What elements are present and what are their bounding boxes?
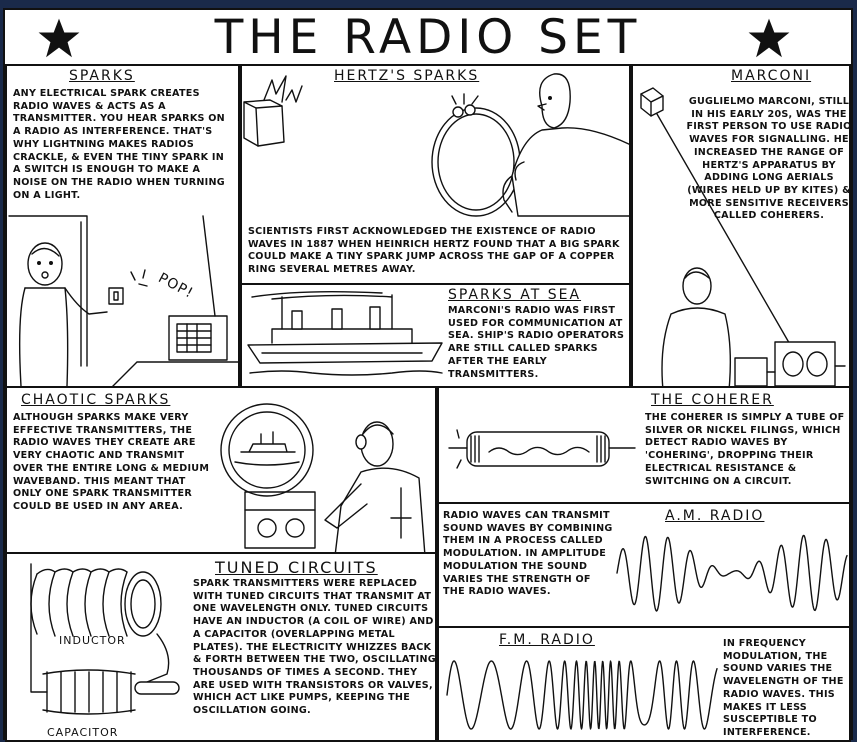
- panel-marconi: MARCONI Guglielmo Marconi, still in his …: [631, 64, 851, 388]
- panel-text: The coherer is simply a tube of silver o…: [645, 412, 845, 487]
- am-waveform: [616, 534, 848, 612]
- inductor-label: INDUCTOR: [59, 634, 126, 647]
- panel-text: In frequency modulation, the sound varie…: [723, 638, 844, 738]
- panel-text: Spark transmitters were replaced with tu…: [193, 578, 436, 717]
- panel-title: SPARKS: [69, 68, 135, 84]
- panel-title: MARCONI: [731, 68, 812, 84]
- inductor-capacitor-illustration: [30, 563, 180, 715]
- panel-tuned-circuits: TUNED CIRCUITS Spark transmitters were r…: [5, 552, 437, 742]
- panel-sparks: SPARKS Any electrical spark creates radi…: [5, 64, 240, 388]
- panel-title: TUNED CIRCUITS: [215, 558, 378, 577]
- panel-title: THE COHERER: [651, 392, 774, 408]
- panel-text: Marconi's radio was first used for commu…: [448, 305, 625, 380]
- panel-coherer: THE COHERER The coherer is simply a tube…: [437, 386, 851, 504]
- wave-line: [616, 534, 848, 612]
- panel-hertz: HERTZ'S SPARKS Scientists first acknowle…: [240, 64, 631, 285]
- page-title: THE RADIO SET: [214, 10, 642, 65]
- panel-chaotic-sparks: CHAOTIC SPARKS Although sparks make very…: [5, 386, 437, 554]
- comic-sheet: THE RADIO SET SPARKS Any electrical spar…: [3, 8, 853, 742]
- radio-operator-illustration: [220, 403, 426, 552]
- panel-text: Any electrical spark creates radio waves…: [13, 88, 225, 201]
- panel-text: Guglielmo Marconi, still in his early 20…: [686, 96, 851, 222]
- panel-title: HERTZ'S SPARKS: [334, 68, 480, 84]
- panel-am-radio: A.M. RADIO Radio waves can transmit soun…: [437, 502, 851, 628]
- capacitor-label: CAPACITOR: [47, 726, 119, 739]
- panel-title: SPARKS AT SEA: [448, 287, 582, 303]
- star-icon-left: [38, 18, 80, 58]
- star-icon-right: [748, 18, 790, 58]
- panel-title: A.M. RADIO: [665, 508, 765, 524]
- panel-title: CHAOTIC SPARKS: [21, 392, 171, 408]
- panel-text: Radio waves can transmit sound waves by …: [443, 510, 613, 598]
- header: THE RADIO SET: [5, 10, 851, 64]
- panel-sparks-at-sea: SPARKS AT SEA Marconi's radio was first …: [240, 283, 631, 388]
- light-switch-illustration: [8, 215, 238, 386]
- spark-ring-illustration: [243, 73, 629, 217]
- panel-text: Scientists first acknowledged the existe…: [248, 226, 620, 276]
- wave-line: [446, 660, 718, 730]
- ship-illustration: [247, 290, 443, 376]
- panel-fm-radio: F.M. RADIO In frequency modulation, the …: [437, 626, 851, 742]
- coherer-tube-illustration: [448, 429, 636, 469]
- panel-text: Although sparks make very effective tran…: [13, 412, 210, 512]
- panel-title: F.M. RADIO: [499, 632, 595, 648]
- kite-receiver-illustration: [640, 87, 846, 386]
- fm-waveform: [446, 660, 718, 730]
